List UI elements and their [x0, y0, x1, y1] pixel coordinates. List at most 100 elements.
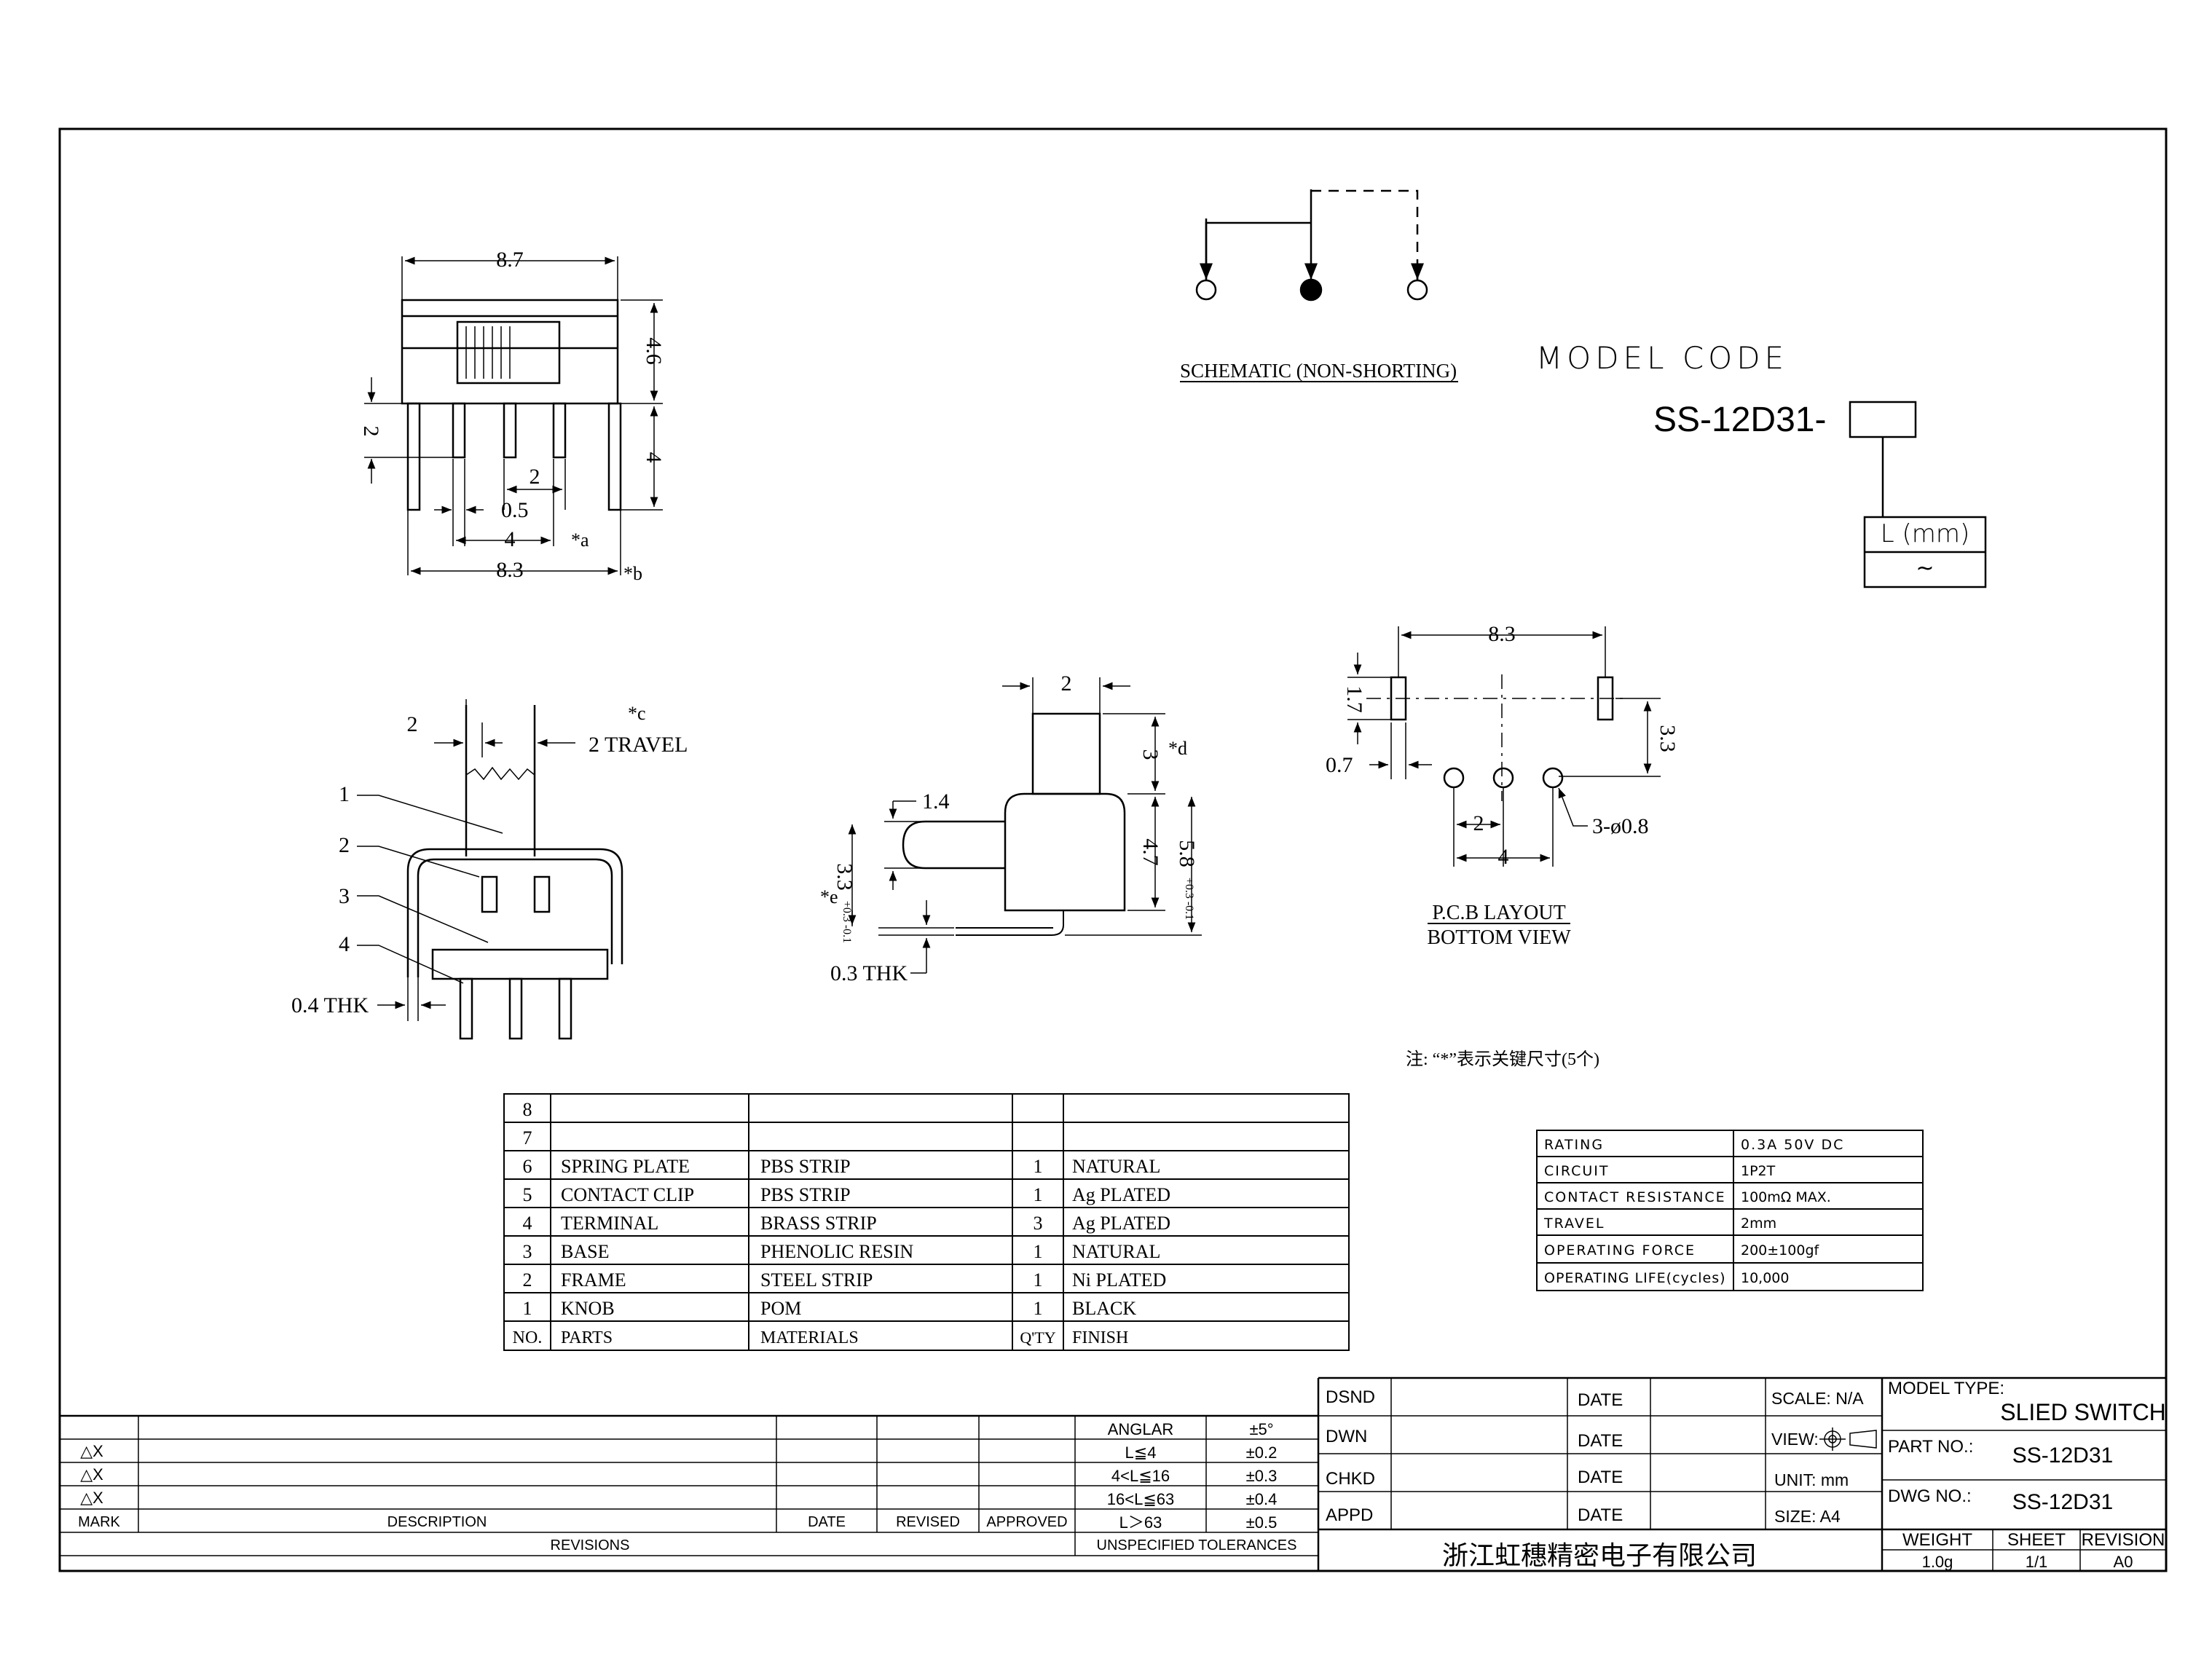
parts-row-1-finish: BLACK — [1072, 1298, 1136, 1319]
pcb-title-line1: P.C.B LAYOUT — [1432, 902, 1565, 924]
revisions-footer: REVISIONS — [551, 1537, 630, 1553]
signoff-dsnd-date: DATE — [1578, 1390, 1623, 1410]
side-thickness: 0.4 THK — [291, 993, 369, 1017]
tolerances-footer: UNSPECIFIED TOLERANCES — [1097, 1537, 1297, 1553]
pcb-outer-dim: 4 — [1498, 845, 1509, 869]
parts-row-7-no: 7 — [523, 1127, 532, 1149]
end-thickness: 0.3 THK — [830, 961, 908, 985]
model-type-value: SLIED SWITCH — [2000, 1399, 2166, 1425]
parts-row-5-qty: 1 — [1034, 1184, 1043, 1205]
parts-row-3-no: 3 — [523, 1241, 532, 1262]
model-code-length-label: L (mm) — [1881, 519, 1970, 548]
parts-row-8-no: 8 — [523, 1099, 532, 1120]
end-knob-height-dim: 3 — [1138, 749, 1162, 760]
end-base-tol: +0.3 -0.1 — [841, 901, 853, 943]
parts-row-4-qty: 3 — [1034, 1213, 1043, 1234]
spec-travel-label: TRAVEL — [1543, 1216, 1605, 1232]
parts-table-text: 8 7 6 SPRING PLATE PBS STRIP 1 NATURAL 5… — [513, 1099, 1170, 1347]
tolerance-row-3-label: 16<L≦63 — [1107, 1490, 1174, 1508]
top-note-a: *a — [571, 529, 589, 551]
spec-resistance-value: 100mΩ MAX. — [1741, 1189, 1831, 1205]
revision-header-mark: MARK — [78, 1514, 120, 1530]
end-total-dim: 5.8 — [1175, 840, 1199, 867]
specs-table — [1536, 1130, 1924, 1291]
parts-row-2-finish: Ni PLATED — [1072, 1269, 1166, 1291]
parts-row-1-qty: 1 — [1034, 1298, 1043, 1319]
signoff-dsnd: DSND — [1326, 1387, 1375, 1407]
callout-1: 1 — [339, 782, 350, 806]
parts-row-1-material: POM — [760, 1298, 801, 1319]
top-total-dim: 8.3 — [496, 558, 524, 582]
top-left-small-dim: 2 — [359, 426, 383, 437]
revision-header-description: DESCRIPTION — [387, 1514, 487, 1530]
sheet-label: SHEET — [2007, 1530, 2066, 1550]
end-view — [848, 677, 1202, 974]
spec-rating-value: 0.3A 50V DC — [1741, 1137, 1844, 1153]
parts-table — [503, 1093, 1350, 1351]
parts-header-no: NO. — [513, 1328, 543, 1347]
scale-field: SCALE: N/A — [1771, 1389, 1864, 1408]
revision-header-date: DATE — [808, 1514, 846, 1530]
part-no-label: PART NO.: — [1888, 1437, 1973, 1457]
parts-row-6-finish: NATURAL — [1072, 1156, 1160, 1177]
drawing-border — [58, 127, 2168, 1572]
pcb-pitch-dim: 2 — [1473, 811, 1484, 835]
tolerance-row-1-label: L≦4 — [1125, 1443, 1157, 1462]
revision-label: REVISION — [2082, 1530, 2165, 1550]
model-code-title: MODEL CODE — [1536, 340, 1788, 376]
revision-value: A0 — [2114, 1553, 2133, 1571]
top-pin-length-dim: 4 — [642, 452, 666, 463]
title-block — [60, 1376, 2166, 1571]
signoff-dwn: DWN — [1326, 1427, 1367, 1446]
spec-force-label: OPERATING FORCE — [1544, 1242, 1696, 1258]
tolerance-angular-value: ±5° — [1249, 1420, 1273, 1438]
top-pin-pitch-dim: 2 — [530, 465, 540, 489]
spec-life-label: OPERATING LIFE(cycles) — [1544, 1270, 1726, 1286]
parts-row-2-part: FRAME — [561, 1269, 626, 1291]
tolerance-row-2-value: ±0.3 — [1246, 1467, 1278, 1485]
spec-circuit-value: 1P2T — [1741, 1163, 1776, 1179]
top-pin-width-dim: 0.5 — [501, 498, 529, 522]
parts-row-5-finish: Ag PLATED — [1072, 1184, 1170, 1205]
pcb-row-dim: 3.3 — [1656, 725, 1680, 752]
parts-row-3-material: PHENOLIC RESIN — [760, 1241, 913, 1262]
callout-4: 4 — [339, 932, 350, 956]
company-name: 浙江虹穗精密电子有限公司 — [1442, 1540, 1757, 1570]
title-block-text: △X △X △X MARK DESCRIPTION DATE REVISED A… — [78, 1379, 2166, 1571]
dwg-no-label: DWG NO.: — [1888, 1486, 1972, 1506]
tolerance-row-4-label: L＞63 — [1119, 1513, 1162, 1532]
top-height-dim: 4.6 — [642, 337, 666, 365]
top-outer-pins-dim: 4 — [505, 527, 516, 551]
model-type-label: MODEL TYPE: — [1888, 1379, 2004, 1398]
parts-row-5-part: CONTACT CLIP — [561, 1184, 694, 1205]
view-field: VIEW: — [1771, 1430, 1819, 1449]
model-code-length-value: ~ — [1916, 556, 1934, 581]
side-knob-dim: 2 — [407, 712, 418, 736]
parts-row-2-no: 2 — [523, 1269, 532, 1291]
revision-mark-2: △X — [80, 1465, 103, 1484]
parts-row-3-part: BASE — [561, 1241, 609, 1262]
spec-circuit-label: CIRCUIT — [1544, 1163, 1610, 1179]
spec-resistance-label: CONTACT RESISTANCE — [1544, 1189, 1726, 1205]
schematic-diagram — [1180, 189, 1458, 382]
model-code-value: SS-12D31- — [1653, 401, 1826, 439]
spec-rating-label: RATING — [1544, 1137, 1604, 1153]
signoff-dwn-date: DATE — [1578, 1431, 1623, 1451]
specs-table-text: RATING 0.3A 50V DC CIRCUIT 1P2T CONTACT … — [1543, 1137, 1844, 1286]
parts-row-4-finish: Ag PLATED — [1072, 1213, 1170, 1234]
callout-2: 2 — [339, 833, 350, 857]
top-width-dim: 8.7 — [496, 248, 524, 272]
signoff-chkd-date: DATE — [1578, 1468, 1623, 1487]
spec-force-value: 200±100gf — [1741, 1242, 1820, 1258]
view-projection-icon — [1819, 1427, 1877, 1451]
weight-label: WEIGHT — [1902, 1530, 1972, 1550]
parts-header-parts: PARTS — [561, 1328, 613, 1347]
end-note-e: *e — [820, 886, 838, 907]
parts-row-2-material: STEEL STRIP — [760, 1269, 873, 1291]
parts-row-1-part: KNOB — [561, 1298, 615, 1319]
parts-row-3-finish: NATURAL — [1072, 1241, 1160, 1262]
side-travel: 2 TRAVEL — [589, 733, 688, 757]
parts-row-6-part: SPRING PLATE — [561, 1156, 690, 1177]
side-view — [357, 699, 623, 1040]
